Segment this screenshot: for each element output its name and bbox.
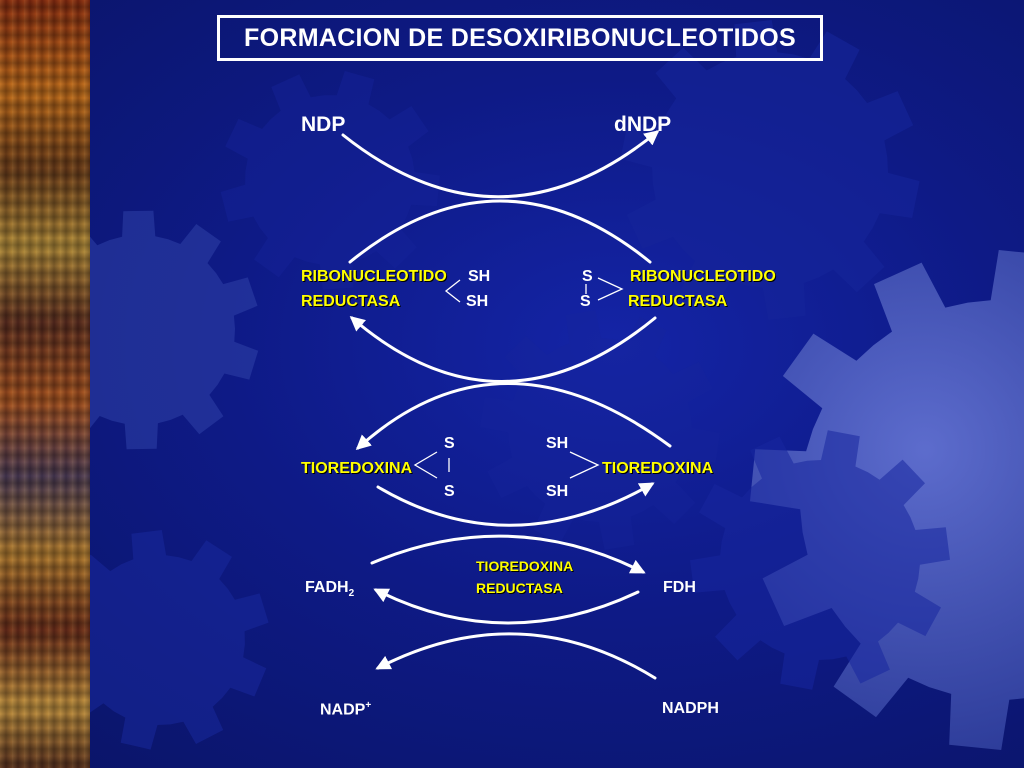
tioredoxina-reductasa-line1: TIOREDOXINA [476, 558, 574, 574]
left-enzyme-line1: RIBONUCLEOTIDO [301, 268, 447, 285]
arc-ndp-to-dndp [341, 130, 660, 199]
tioredoxina-left-s-top: S [444, 435, 455, 452]
gear-icon-7 [480, 310, 720, 550]
tioredoxina-left-label: TIOREDOXINA [301, 460, 413, 477]
label-nadph: NADPH [662, 700, 719, 717]
tioredoxina-reductasa-line2: REDUCTASA [476, 580, 563, 596]
arc-mid-lower [376, 482, 655, 527]
right-enzyme-line1: RIBONUCLEOTIDO [630, 268, 776, 285]
tioredoxina-right-label: TIOREDOXINA [602, 460, 714, 477]
right-s-bottom: S [580, 293, 591, 310]
gear-icon-6 [50, 530, 269, 750]
slide-title: FORMACION DE DESOXIRIBONUCLEOTIDOS [244, 23, 796, 52]
nadp-base: NADP [320, 701, 366, 719]
right-enzyme-line2: REDUCTASA [628, 293, 728, 310]
bond-right-s [597, 277, 624, 301]
arc-top-lower [349, 316, 657, 383]
fadh2-base: FADH [305, 579, 349, 596]
decorative-side-strip [0, 0, 90, 768]
label-ndp: NDP [301, 113, 346, 136]
label-dndp: dNDP [614, 113, 672, 136]
nadp-superscript: + [365, 700, 372, 711]
gear-icon-3 [620, 20, 920, 320]
title-box: FORMACION DE DESOXIRIBONUCLEOTIDOS [217, 15, 823, 61]
bond-left-sh [444, 279, 461, 303]
label-fadh2: FADH2 [305, 580, 354, 599]
left-sh-bottom: SH [466, 293, 489, 310]
bond-tioredoxina-left [413, 451, 438, 479]
arc-flavin-upper [370, 534, 646, 574]
tioredoxina-left-s-bottom: S [444, 483, 455, 500]
arc-top-upper [348, 199, 652, 264]
left-enzyme-line2: REDUCTASA [301, 293, 401, 310]
arc-flavin-lower [373, 588, 640, 625]
tioredoxina-right-sh-top: SH [546, 435, 569, 452]
bond-tioredoxina-right [569, 451, 600, 479]
left-sh-top: SH [468, 268, 491, 285]
label-fdh: FDH [663, 579, 696, 596]
tioredoxina-right-sh-bottom: SH [546, 483, 569, 500]
label-nadp: NADP+ [320, 701, 371, 718]
right-s-top: S [582, 268, 593, 285]
arc-nadph-to-nadp [375, 632, 657, 680]
gear-icon-4 [690, 430, 950, 690]
fadh2-subscript: 2 [348, 588, 355, 600]
arc-mid-upper [355, 382, 672, 451]
